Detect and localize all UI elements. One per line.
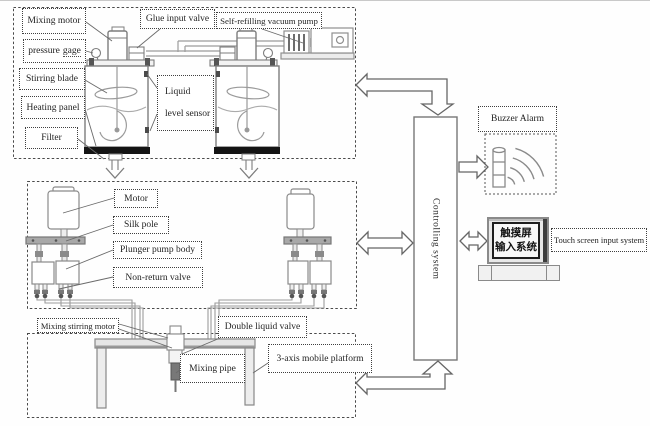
label-3-axis-mobile-platform: 3-axis mobile platform [268, 344, 372, 373]
liquid-level-sensor-line1: Liquid [165, 87, 191, 98]
buzzer-device [484, 133, 557, 195]
controlling-system-block: Controlling system [414, 117, 457, 360]
label-silk-pole: Silk pole [113, 216, 169, 234]
label-filter: Filter [25, 127, 78, 149]
liquid-level-sensor-line2: level sensor [165, 108, 211, 119]
arrow-tanks-control [355, 72, 455, 116]
label-plunger-pump-body: Plunger pump body [113, 241, 202, 259]
controlling-system-label: Controlling system [430, 197, 441, 280]
arrow-pumps-control [356, 230, 414, 256]
stirring-blade-icon [94, 86, 138, 100]
tank-outlet [108, 153, 123, 161]
dispense-head [166, 325, 185, 392]
vacuum-pump-drawing [280, 27, 355, 60]
non-return-valves-right [289, 283, 327, 299]
tank-section-box [13, 7, 356, 159]
double-liquid-valve-icon [170, 362, 181, 381]
arrow-platform-control [355, 360, 454, 396]
plunger-pump-left [25, 186, 86, 299]
non-return-valves-left [34, 283, 73, 299]
pump-section-box [27, 181, 357, 309]
label-mixing-pipe: Mixing pipe [180, 354, 245, 383]
label-mixing-motor: Mixing motor [22, 8, 86, 34]
section-borders [13, 7, 357, 418]
level-sensor-mark [145, 127, 149, 133]
controlling-system-box [413, 116, 458, 361]
touch-screen-monitor: 触摸屏 输入系统 [487, 217, 549, 264]
flow-arrows [355, 72, 489, 396]
touch-screen-cn-line1: 触摸屏 [500, 226, 532, 239]
label-mixing-stirring-motor: Mixing stirring motor [37, 318, 119, 333]
down-arrow-icon [105, 167, 125, 179]
arrow-control-touchscreen [459, 230, 488, 252]
leader-lines [58, 21, 304, 374]
glue-feed-pipes [146, 40, 284, 57]
pressure-gage-word1: pressure [28, 46, 60, 56]
liquid-pipes [36, 298, 325, 339]
level-sensor-mark [144, 71, 148, 77]
mixing-stirring-motor-icon [169, 325, 182, 335]
label-self-refilling-vacuum-pump: Self-refilling vacuum pump [216, 12, 322, 29]
sound-waves-icon [507, 147, 545, 185]
buzzer-icon [492, 146, 506, 188]
mixing-tank-right [209, 26, 281, 179]
mixing-tank-left [84, 26, 155, 179]
label-stirring-blade: Stirring blade [19, 68, 85, 90]
label-touch-screen-input-system: Touch screen input system [551, 228, 647, 252]
plunger-pump-right [283, 188, 332, 299]
stand-divider-left [491, 266, 492, 280]
label-double-liquid-valve: Double liquid valve [218, 316, 307, 338]
label-pressure-gage: pressure gage [23, 39, 86, 63]
touch-screen-display: 触摸屏 输入系统 [492, 222, 540, 259]
platform-section-box [27, 333, 356, 418]
label-non-return-valve: Non-return valve [113, 267, 203, 288]
stand-divider-right [546, 266, 547, 280]
label-heating-panel: Heating panel [21, 96, 85, 119]
touch-screen-cn-line2: 输入系统 [495, 240, 537, 253]
label-glue-input-valve: Glue input valve [140, 9, 215, 29]
arrow-control-buzzer [458, 154, 489, 180]
label-motor: Motor [114, 189, 158, 208]
pressure-gage-word2: gage [62, 45, 81, 57]
touch-screen-stand [478, 265, 560, 281]
label-buzzer-alarm: Buzzer Alarm [478, 106, 557, 132]
label-liquid-level-sensor: Liquid level sensor [157, 75, 214, 131]
